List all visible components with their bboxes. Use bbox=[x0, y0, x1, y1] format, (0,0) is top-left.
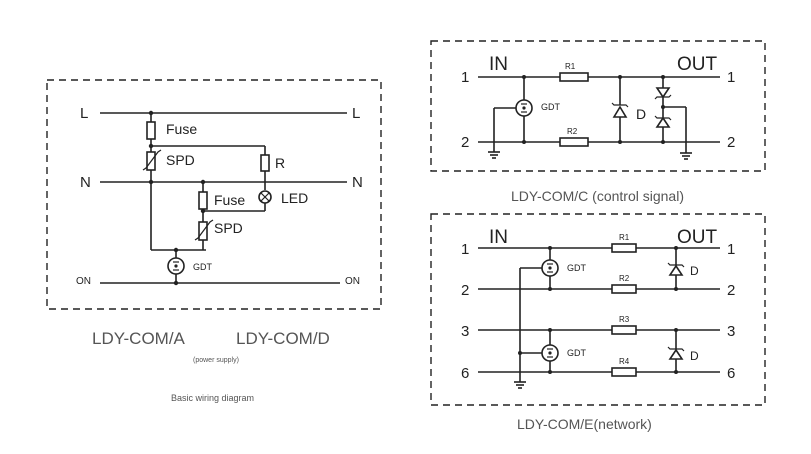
diode-cathode-bar bbox=[667, 262, 685, 268]
spd2-varistor-mark bbox=[194, 219, 214, 241]
junction-dot bbox=[522, 140, 526, 144]
c-r2-label: R2 bbox=[567, 127, 578, 136]
c-r2-symbol bbox=[559, 137, 589, 147]
gdt-center-dot bbox=[522, 106, 526, 110]
caption-diagram-c: LDY-COM/C (control signal) bbox=[511, 188, 684, 204]
diagram-e: IN OUT 1 1 2 2 3 3 6 6 R1 R2 R3 R4 GDT bbox=[430, 213, 766, 406]
e-r1-label: R1 bbox=[619, 233, 630, 242]
led-cross-mark bbox=[260, 192, 270, 202]
e-d1-symbol bbox=[668, 264, 684, 276]
c-out-label: OUT bbox=[677, 54, 718, 75]
fuse1-symbol bbox=[146, 121, 156, 140]
e-pin1-left: 1 bbox=[461, 241, 469, 258]
diode-cathode-bar bbox=[611, 102, 629, 108]
fuse2-symbol bbox=[198, 191, 208, 210]
junction-dot bbox=[674, 370, 678, 374]
c-in-label: IN bbox=[489, 54, 508, 75]
label-n-right: N bbox=[352, 174, 363, 191]
label-on-right: ON bbox=[345, 276, 360, 287]
label-n-left: N bbox=[80, 174, 91, 191]
e-pin3-left: 3 bbox=[461, 323, 469, 340]
caption-model-d: LDY-COM/D bbox=[236, 329, 330, 348]
e-r2-label: R2 bbox=[619, 274, 630, 283]
c-tvs-upper-symbol bbox=[655, 87, 671, 99]
e-gdt1-label: GDT bbox=[567, 263, 587, 273]
junction-dot bbox=[173, 280, 179, 286]
junction-dot bbox=[518, 351, 522, 355]
gdt-label: GDT bbox=[193, 262, 213, 272]
c-pin1-left: 1 bbox=[461, 69, 469, 86]
gdt-center-dot bbox=[174, 264, 178, 268]
c-r1-symbol bbox=[559, 72, 589, 82]
e-r1-symbol bbox=[611, 243, 637, 253]
label-on-left: ON bbox=[76, 276, 91, 287]
junction-dot bbox=[200, 208, 206, 214]
e-d1-label: D bbox=[690, 264, 699, 278]
diagram-a: L L N N ON ON Fuse SPD R LED bbox=[46, 79, 382, 310]
gdt-center-dot bbox=[548, 266, 552, 270]
e-pin3-right: 3 bbox=[727, 323, 735, 340]
spd1-varistor-mark bbox=[142, 149, 162, 171]
e-pin2-left: 2 bbox=[461, 282, 469, 299]
diagram-e-frame bbox=[430, 213, 766, 406]
c-gdt-label: GDT bbox=[541, 102, 561, 112]
c-diode-symbol bbox=[612, 105, 628, 118]
junction-dot bbox=[548, 370, 552, 374]
c-pin2-right: 2 bbox=[727, 134, 735, 151]
e-d2-symbol bbox=[668, 348, 684, 360]
e-gdt2-label: GDT bbox=[567, 348, 587, 358]
e-r2-symbol bbox=[611, 284, 637, 294]
junction-dot bbox=[148, 179, 154, 185]
spd1-label: SPD bbox=[166, 152, 195, 168]
c-pin2-left: 2 bbox=[461, 134, 469, 151]
e-d2-label: D bbox=[690, 349, 699, 363]
label-l-right: L bbox=[352, 105, 360, 122]
fuse2-label: Fuse bbox=[214, 192, 245, 208]
e-r4-symbol bbox=[611, 367, 637, 377]
c-diode-label: D bbox=[636, 106, 646, 122]
diode-cathode-bar bbox=[667, 346, 685, 352]
junction-dot bbox=[661, 140, 665, 144]
tvs-cathode-bar bbox=[654, 115, 672, 121]
diagram-a-frame bbox=[46, 79, 382, 310]
spd2-label: SPD bbox=[214, 220, 243, 236]
diagram-c-frame bbox=[430, 40, 766, 172]
junction-dot bbox=[674, 287, 678, 291]
caption-diagram-e: LDY-COM/E(network) bbox=[517, 416, 652, 432]
c-r1-label: R1 bbox=[565, 62, 576, 71]
resistor-symbol bbox=[260, 154, 270, 172]
e-pin6-left: 6 bbox=[461, 365, 469, 382]
label-l-left: L bbox=[80, 105, 88, 122]
e-out-label: OUT bbox=[677, 227, 718, 248]
c-tvs-lower-symbol bbox=[655, 116, 671, 128]
c-ground-left-icon bbox=[488, 151, 500, 159]
gdt-center-dot bbox=[548, 351, 552, 355]
e-r3-symbol bbox=[611, 325, 637, 335]
e-in-label: IN bbox=[489, 227, 508, 248]
junction-dot bbox=[618, 140, 622, 144]
e-pin2-right: 2 bbox=[727, 282, 735, 299]
e-r3-label: R3 bbox=[619, 315, 630, 324]
led-label: LED bbox=[281, 190, 308, 206]
e-pin1-right: 1 bbox=[727, 241, 735, 258]
e-r4-label: R4 bbox=[619, 357, 630, 366]
c-ground-right-icon bbox=[680, 152, 692, 160]
caption-basic-wiring: Basic wiring diagram bbox=[171, 393, 254, 403]
junction-dot bbox=[548, 287, 552, 291]
c-pin1-right: 1 bbox=[727, 69, 735, 86]
resistor-label: R bbox=[275, 155, 285, 171]
e-pin6-right: 6 bbox=[727, 365, 735, 382]
caption-power-supply: (power supply) bbox=[193, 357, 239, 364]
caption-model-a: LDY-COM/A bbox=[92, 329, 186, 348]
e-ground-icon bbox=[514, 381, 526, 389]
diagram-c: IN OUT 1 1 2 2 R1 R2 GDT bbox=[430, 40, 766, 172]
fuse1-label: Fuse bbox=[166, 121, 197, 137]
